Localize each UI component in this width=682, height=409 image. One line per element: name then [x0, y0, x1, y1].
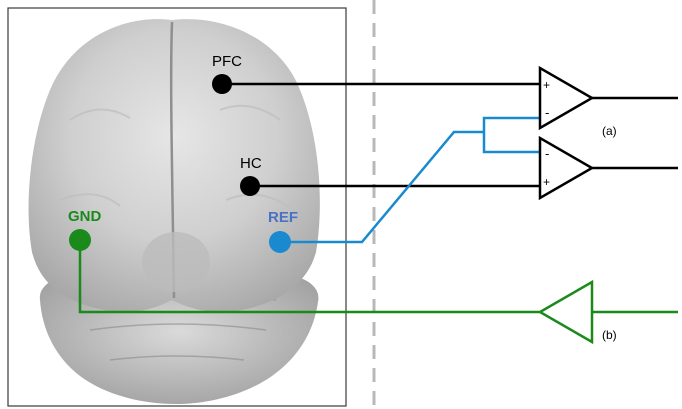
- electrode-ref-label: REF: [268, 209, 298, 226]
- amplifier-a-label: (a): [602, 124, 617, 138]
- electrode-pfc-label: PFC: [212, 53, 242, 70]
- electrode-hc-label: HC: [240, 155, 262, 172]
- electrode-hc-dot: [240, 176, 260, 196]
- reference-wires: [280, 116, 540, 244]
- electrode-gnd-dot: [69, 229, 91, 251]
- amplifier-a-top: + -: [538, 65, 595, 131]
- gnd-wire: [78, 240, 540, 314]
- ref-split-bracket: [482, 116, 540, 154]
- cortex-texture: [59, 104, 291, 209]
- electrode-pfc-dot: [212, 74, 232, 94]
- ground-wires: [78, 240, 678, 314]
- electrode-gnd: GND: [68, 208, 102, 251]
- amplifier-b-label: (b): [602, 328, 617, 342]
- amp-a-bottom-minus: -: [545, 146, 549, 161]
- amp-a-top-triangle: [538, 65, 595, 131]
- electrode-ref-dot: [269, 231, 291, 253]
- ref-wire: [280, 130, 484, 244]
- amp-a-bottom-triangle: [538, 135, 595, 201]
- midbrain-shape: [142, 232, 210, 292]
- electrode-gnd-label: GND: [68, 208, 102, 225]
- amp-b-triangle: [537, 279, 594, 345]
- amp-a-top-plus: +: [543, 78, 550, 92]
- electrode-pfc: PFC: [212, 53, 242, 94]
- brain-photo-panel: [7, 7, 347, 407]
- amplifier-b: [537, 279, 594, 345]
- amplifier-a-bottom: - +: [538, 135, 595, 201]
- amp-a-bottom-plus: +: [543, 175, 550, 189]
- electrode-hc: HC: [240, 155, 262, 196]
- signal-wires: [222, 82, 678, 188]
- amp-a-top-minus: -: [545, 105, 549, 120]
- cerebrum-shape: [28, 19, 320, 313]
- electrode-ref: REF: [268, 209, 298, 253]
